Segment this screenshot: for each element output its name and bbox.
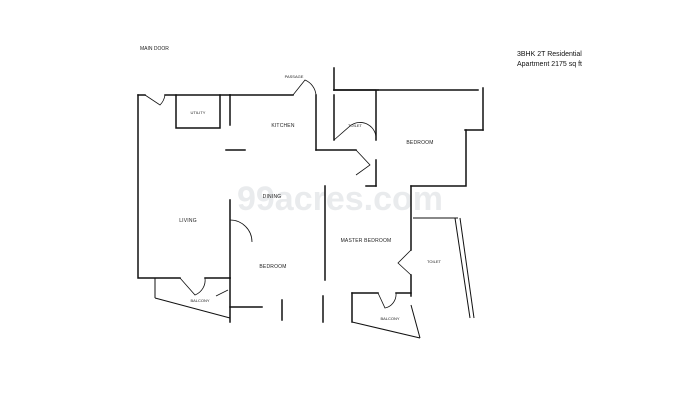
door-swings (144, 79, 412, 309)
watermark: 99acres.com (237, 180, 443, 218)
plan-title-line1: 3BHK 2T Residential (517, 51, 582, 58)
room-label-balcony: BALCONY (190, 298, 209, 303)
room-label-balcony-2: BALCONY (380, 316, 399, 321)
room-label-bedroom: BEDROOM (406, 140, 433, 146)
room-label-kitchen: KITCHEN (271, 123, 295, 129)
room-label-living: LIVING (179, 218, 197, 224)
walls (137, 67, 484, 339)
room-label-utility: UTILITY (191, 110, 206, 115)
room-label-bedroom-2: BEDROOM (259, 264, 286, 270)
room-label-master-bedroom: MASTER BEDROOM (341, 238, 392, 244)
room-label-dining: DINING (263, 194, 282, 200)
plan-title-line2: Apartment 2175 sq ft (517, 61, 582, 68)
room-label-toilet: TOILET (348, 123, 362, 128)
room-label-toilet-2: TOILET (427, 259, 441, 264)
plan-title: 3BHK 2T Residential Apartment 2175 sq ft (517, 50, 582, 70)
room-label-passage: PASSAGE (285, 74, 304, 79)
main-door-label: MAIN DOOR (140, 46, 169, 52)
